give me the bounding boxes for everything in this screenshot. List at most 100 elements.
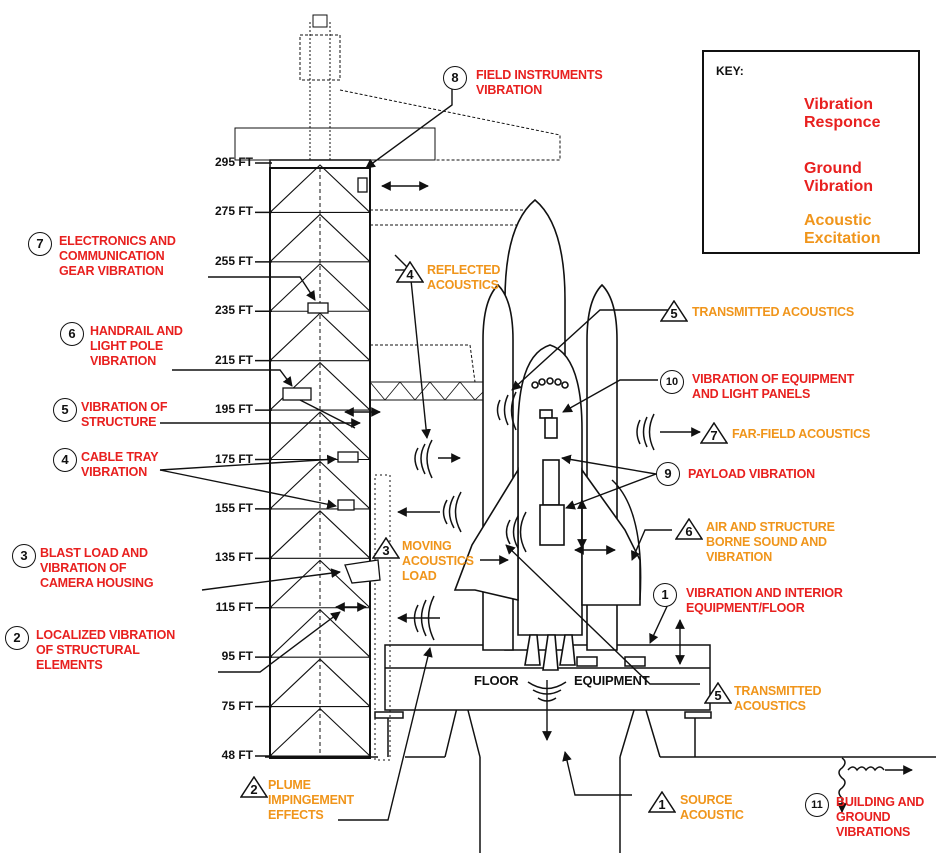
key-vibration-line-2: Responce <box>804 114 881 131</box>
blast-load-badge: 3 <box>12 544 36 568</box>
label-line: CAMERA HOUSING <box>40 576 154 590</box>
label-line: IMPINGEMENT <box>268 793 354 807</box>
label-line: OF STRUCTURAL <box>36 643 140 657</box>
label-line: VIBRATION <box>90 354 157 368</box>
tower-brace <box>269 707 371 757</box>
moving-acoustics-badge: 3 <box>372 537 400 559</box>
electronics-badge: 7 <box>28 232 52 256</box>
label-line: PLUME <box>268 778 311 792</box>
label-line: EQUIPMENT/FLOOR <box>686 601 805 615</box>
tower-brace <box>269 559 371 609</box>
badge-number: 5 <box>714 688 722 703</box>
key-acoustic-line-1: Acoustic <box>804 212 872 229</box>
elevation-label: 275 FT <box>214 204 253 219</box>
badge-number: 5 <box>670 306 678 321</box>
key-ground-label: Ground Vibration <box>804 160 873 196</box>
elevation-label: 175 FT <box>214 451 253 466</box>
source-acoustic-badge: 1 <box>648 791 676 813</box>
legend-key: KEY: Vibration Responce Ground Vibration… <box>702 50 920 254</box>
label-line: SOURCE <box>680 793 733 807</box>
tower-brace <box>269 263 371 312</box>
foundation <box>265 686 936 853</box>
label-line: ACOUSTICS <box>402 554 474 568</box>
key-ground-line-1: Ground <box>804 160 862 177</box>
reflected-badge: 4 <box>396 261 424 283</box>
badge-number: 1 <box>658 797 666 812</box>
label-line: VIBRATION AND INTERIOR <box>686 586 843 600</box>
payload-badge: 9 <box>656 462 680 486</box>
tower-brace <box>269 411 371 460</box>
badge-number: 6 <box>685 524 693 539</box>
tower-brace <box>269 658 371 707</box>
tower-brace <box>269 213 371 263</box>
label-line: REFLECTED <box>427 263 501 277</box>
label-line: AIR AND STRUCTURE <box>706 520 835 534</box>
equipment-label: EQUIPMENT <box>574 673 650 688</box>
label-line: BLAST LOAD AND <box>40 546 148 560</box>
key-vibration-line-1: Vibration <box>804 96 874 113</box>
label-line: PAYLOAD VIBRATION <box>688 467 815 481</box>
interior-equipment-badge: 1 <box>653 583 677 607</box>
label-line: COMMUNICATION <box>59 249 165 263</box>
key-acoustic-label: Acoustic Excitation <box>804 212 880 248</box>
badge-number: 4 <box>406 267 414 282</box>
label-line: GROUND <box>836 810 891 824</box>
label-line: VIBRATION OF <box>81 400 168 414</box>
far-field-badge: 7 <box>700 422 728 444</box>
label-line: ACOUSTIC <box>680 808 744 822</box>
elevation-label: 48 FT <box>221 748 253 762</box>
label-line: LIGHT POLE <box>90 339 164 353</box>
elevation-ticks <box>255 162 272 757</box>
leader-arrows <box>159 78 913 821</box>
elevation-label: 255 FT <box>214 253 253 268</box>
tower-equipment-boxes <box>282 177 381 584</box>
structure-vib-badge: 5 <box>53 398 77 422</box>
localized-badge: 2 <box>5 626 29 650</box>
label-line: STRUCTURE <box>81 415 157 429</box>
ground-vibration-marks <box>838 757 885 799</box>
tower-brace <box>269 510 371 559</box>
building-ground-badge: 11 <box>805 793 829 817</box>
tower-brace <box>269 608 371 658</box>
label-line: BORNE SOUND AND <box>706 535 827 549</box>
elevation-label: 135 FT <box>214 550 253 565</box>
tower-brace <box>269 460 371 510</box>
label-line: VIBRATION OF EQUIPMENT <box>692 372 855 386</box>
handrail-badge: 6 <box>60 322 84 346</box>
transmitted-bottom-badge: 5 <box>704 682 732 704</box>
key-ground-line-2: Vibration <box>804 178 874 195</box>
label-line: VIBRATION OF <box>40 561 127 575</box>
badge-number: 2 <box>250 782 258 797</box>
key-vibration-label: Vibration Responce <box>804 96 880 132</box>
label-line: TRANSMITTED <box>734 684 822 698</box>
elevation-label: 155 FT <box>214 500 253 515</box>
elevation-label: 115 FT <box>215 599 253 614</box>
label-line: MOVING <box>402 539 452 553</box>
label-line: AND LIGHT PANELS <box>692 387 811 401</box>
cable-tray-badge: 4 <box>53 448 77 472</box>
label-line: VIBRATIONS <box>836 825 911 839</box>
label-line: VIBRATION <box>706 550 773 564</box>
label-line: GEAR VIBRATION <box>59 264 164 278</box>
acoustic-wave-marks <box>413 391 655 702</box>
elevation-label: 195 FT <box>214 402 253 417</box>
badge-number: 7 <box>710 428 718 443</box>
air-structure-badge: 6 <box>675 518 703 540</box>
label-line: LOAD <box>402 569 437 583</box>
transmitted-top-badge: 5 <box>660 300 688 322</box>
label-line: LOCALIZED VIBRATION <box>36 628 176 642</box>
